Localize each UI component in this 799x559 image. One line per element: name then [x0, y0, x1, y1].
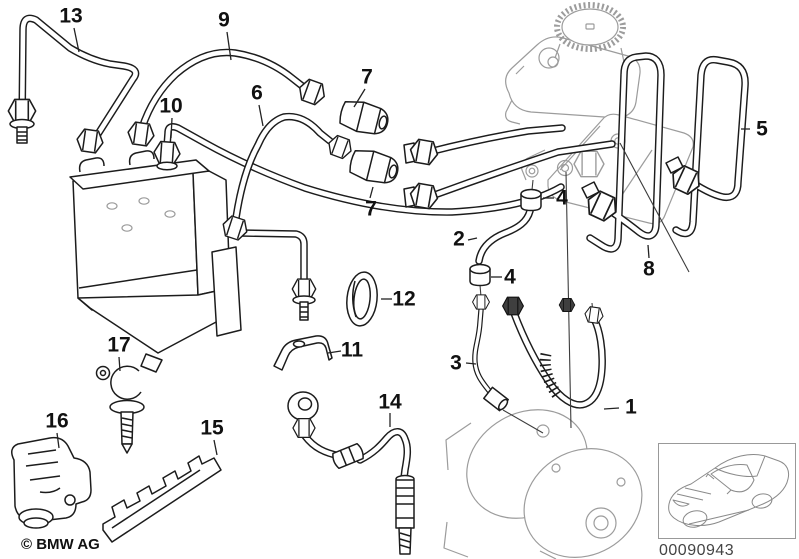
clip-17-drawing [95, 353, 163, 454]
leader-line-15-18 [213, 439, 218, 456]
bracket-11-drawing [273, 335, 333, 371]
pipe-3 [473, 308, 492, 394]
pipe-10 [164, 124, 564, 215]
leader-line-7-2 [353, 88, 366, 108]
abs-hydro-unit-drawing [69, 150, 242, 354]
callout-4-6: 4 [556, 186, 568, 210]
callout-2-8: 2 [453, 227, 465, 251]
callout-5-5: 5 [756, 117, 768, 141]
copyright-text: © BMW AG [21, 536, 100, 553]
callout-1-15: 1 [625, 395, 637, 419]
leader-line-2-8 [467, 237, 478, 241]
fittings [7, 76, 705, 555]
brake-pipes [18, 14, 749, 482]
callout-9-1: 9 [218, 8, 230, 32]
pipe-5 [673, 57, 748, 236]
drawing-number: 00090943 [659, 542, 735, 559]
pipe-13 [19, 16, 138, 137]
leader-line-6-3 [258, 104, 264, 127]
car-silhouette-icon [668, 454, 790, 528]
fluid-reservoir-drawing [505, 2, 641, 125]
callout-7-7: 7 [365, 197, 377, 221]
pipe-to-bolt [237, 230, 307, 289]
hose-spring-guard [539, 352, 563, 400]
leader-line-1-15 [603, 407, 620, 410]
precharge-pump-drawing [443, 409, 643, 559]
pipe-6 [233, 114, 333, 221]
callout-6-3: 6 [251, 81, 263, 105]
leader-line-13-0 [73, 27, 80, 53]
pipe-8 [587, 53, 664, 252]
callout-7-2: 7 [361, 65, 373, 89]
callout-13-0: 13 [59, 4, 83, 28]
leader-line-7-7 [369, 186, 374, 199]
callout-17-13: 17 [107, 333, 131, 357]
leader-line-3-14 [465, 362, 477, 365]
leader-line-10-4 [170, 117, 173, 139]
hose-1 [511, 310, 605, 408]
leader-line-17-13 [118, 356, 121, 372]
callout-4-10: 4 [504, 265, 516, 289]
pipe-upper-to-master [426, 125, 565, 155]
callout-16-17: 16 [45, 409, 69, 433]
pipe-lower-to-master [426, 141, 615, 200]
callout-11-12: 11 [340, 338, 364, 362]
callout-10-4: 10 [159, 94, 183, 118]
leader-line-9-1 [226, 31, 232, 61]
callout-12-11: 12 [392, 287, 416, 311]
callout-14-16: 14 [378, 390, 402, 414]
holder-16-drawing [11, 436, 92, 529]
car-thumbnail-box [658, 443, 796, 539]
hose-2 [476, 208, 533, 264]
leader-line-8-9 [647, 244, 650, 259]
callout-8-9: 8 [643, 257, 655, 281]
grommet-12-drawing [346, 271, 378, 327]
callout-3-14: 3 [450, 351, 462, 375]
bracket-15-drawing [102, 455, 222, 543]
pipe-9 [138, 50, 309, 134]
leader-line-16-17 [56, 432, 60, 449]
callout-15-18: 15 [200, 416, 224, 440]
leader-line-11-12 [327, 350, 342, 354]
